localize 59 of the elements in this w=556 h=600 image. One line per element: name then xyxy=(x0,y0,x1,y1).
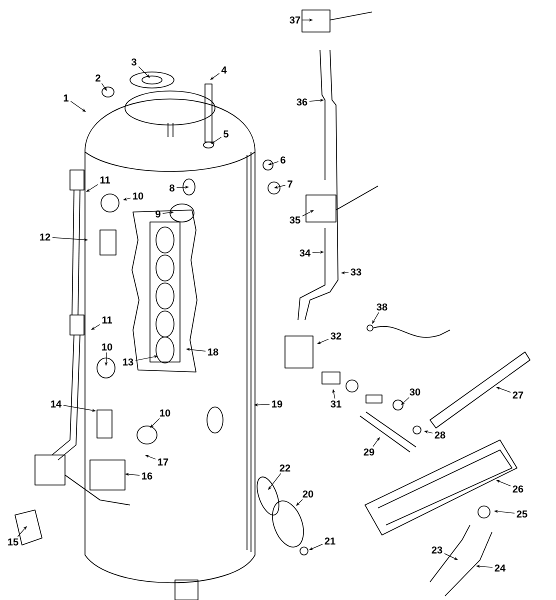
leader-line xyxy=(17,526,27,537)
leader-line xyxy=(372,312,380,324)
callout-number: 8 xyxy=(170,184,174,192)
callout-number: 27 xyxy=(512,392,524,398)
callout-number: 36 xyxy=(296,98,308,106)
callout-number: 35 xyxy=(290,216,300,224)
callout-number: 24 xyxy=(494,564,506,572)
callout-number: 1 xyxy=(64,94,68,102)
leader-line xyxy=(86,184,98,192)
callout-number: 19 xyxy=(272,400,282,408)
callout-number: 14 xyxy=(51,400,62,408)
leader-line xyxy=(150,418,160,428)
leader-line xyxy=(296,499,303,506)
callout-number: 10 xyxy=(133,192,144,200)
callout-number: 4 xyxy=(221,66,227,74)
callout-number: 12 xyxy=(40,234,50,240)
leader-line xyxy=(401,397,410,405)
leader-line xyxy=(268,473,282,490)
leader-line xyxy=(302,210,314,216)
callout-number: 33 xyxy=(350,268,362,276)
callout-number: 26 xyxy=(512,485,524,493)
callout-number: 20 xyxy=(302,490,314,498)
callout-number: 32 xyxy=(330,332,342,340)
leader-line xyxy=(210,73,220,80)
callout-number: 30 xyxy=(410,388,420,396)
callout-number: 5 xyxy=(224,130,228,138)
leader-line xyxy=(138,66,150,78)
callout-number: 17 xyxy=(158,458,168,466)
callout-number: 11 xyxy=(102,316,112,324)
leader-line xyxy=(309,544,323,550)
callout-number: 11 xyxy=(100,176,110,184)
callout-number: 22 xyxy=(280,464,290,472)
callout-number: 7 xyxy=(288,180,292,188)
callout-number: 25 xyxy=(516,510,528,518)
callout-number: 6 xyxy=(280,156,286,164)
callout-number: 3 xyxy=(131,58,136,66)
callout-number: 38 xyxy=(376,303,388,311)
callout-number: 10 xyxy=(102,343,112,351)
callout-number: 37 xyxy=(290,16,300,24)
leader-line xyxy=(70,100,86,112)
callout-number: 18 xyxy=(208,348,218,356)
leader-line xyxy=(317,338,329,344)
callout-number: 21 xyxy=(324,538,336,544)
callout-number: 34 xyxy=(300,249,310,257)
callout-number: 13 xyxy=(123,358,134,366)
callout-number: 29 xyxy=(364,448,374,456)
leader-line xyxy=(372,437,380,447)
callout-number: 15 xyxy=(8,538,18,546)
leader-line xyxy=(444,553,458,560)
callout-number: 16 xyxy=(142,472,152,480)
callout-number: 28 xyxy=(434,431,446,439)
leader-line xyxy=(91,324,100,330)
callout-number: 31 xyxy=(330,400,342,408)
callout-number: 23 xyxy=(432,546,442,554)
callout-number: 2 xyxy=(96,74,100,82)
callout-number: 10 xyxy=(160,409,170,417)
leader-line xyxy=(211,136,222,144)
leader-line xyxy=(496,480,511,486)
leader-line xyxy=(101,83,107,91)
